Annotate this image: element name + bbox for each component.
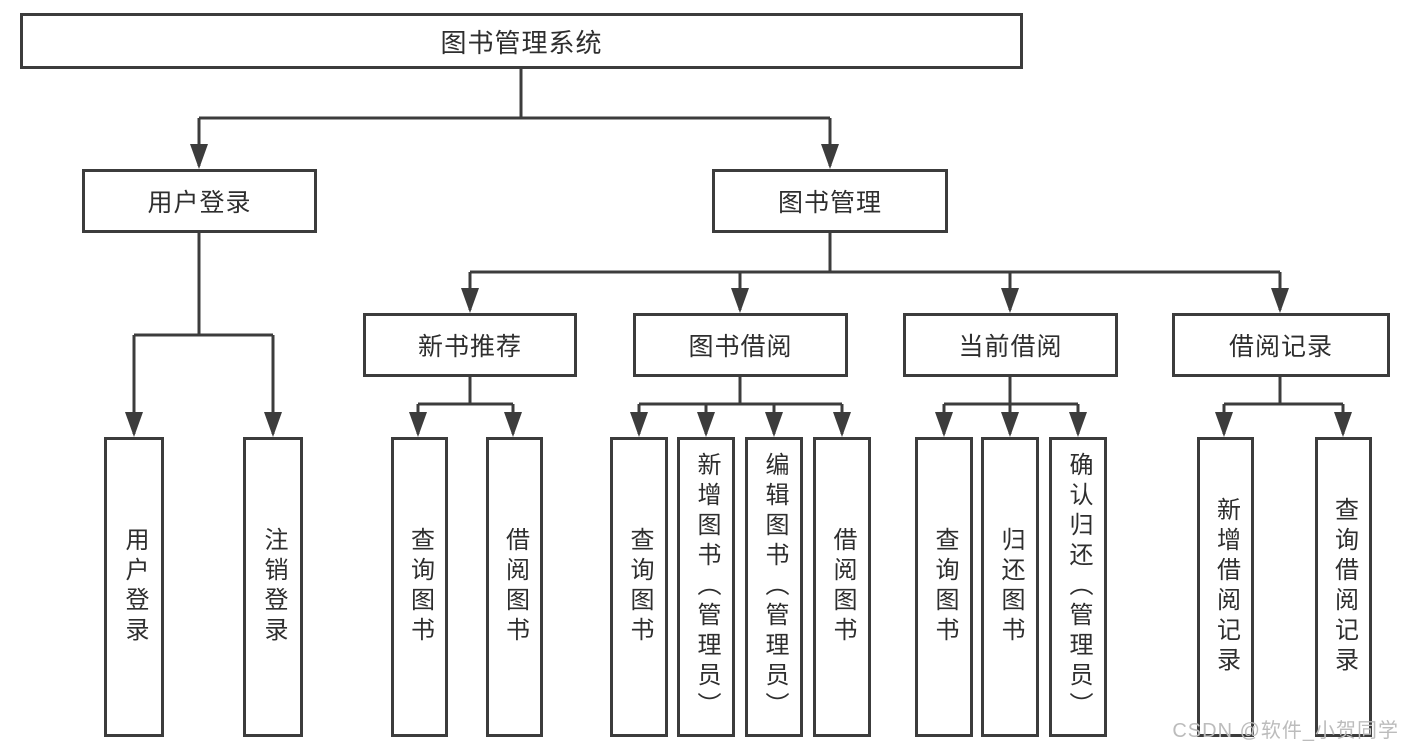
node-user-login: 用户登录 [82, 169, 317, 233]
leaf-borrow-books-borrow-label: 借阅图书 [829, 527, 856, 647]
connector-new-book-branch [416, 377, 515, 434]
leaf-logout: 注销登录 [243, 437, 303, 737]
node-borrow-records: 借阅记录 [1172, 313, 1390, 377]
node-book-management-label: 图书管理 [777, 189, 882, 217]
arrowheads-level3 [461, 288, 1289, 313]
leaf-query-books-current-label: 查询图书 [931, 527, 958, 647]
leaf-query-borrow-record: 查询借阅记录 [1315, 437, 1372, 737]
leaf-borrow-books-borrow: 借阅图书 [813, 437, 871, 737]
leaf-edit-book-admin: 编辑图书（管理员） [745, 437, 803, 737]
leaf-add-book-admin: 新增图书（管理员） [677, 437, 735, 737]
leaf-query-books-borrow: 查询图书 [610, 437, 668, 737]
connector-borrow-record-branch [1222, 377, 1345, 434]
connector-book-management-branch [468, 233, 1282, 310]
node-new-book-recommend: 新书推荐 [363, 313, 577, 377]
leaf-query-books-borrow-label: 查询图书 [626, 527, 653, 647]
connector-book-borrow-branch [637, 377, 844, 434]
arrowheads-leaves [125, 412, 1352, 437]
connector-root-to-level2 [197, 69, 832, 166]
leaf-user-login: 用户登录 [104, 437, 164, 737]
node-book-borrow-label: 图书借阅 [688, 333, 793, 361]
node-root-system: 图书管理系统 [20, 13, 1023, 69]
leaf-edit-book-admin-label: 编辑图书（管理员） [761, 452, 788, 722]
node-borrow-records-label: 借阅记录 [1228, 333, 1333, 361]
node-book-management: 图书管理 [712, 169, 948, 233]
leaf-user-login-label: 用户登录 [121, 527, 148, 647]
csdn-watermark: CSDN @软件_小贺同学 [1172, 720, 1399, 742]
leaf-confirm-return-admin-label: 确认归还（管理员） [1065, 452, 1092, 722]
leaf-confirm-return-admin: 确认归还（管理员） [1049, 437, 1107, 737]
leaf-borrow-books-recommend: 借阅图书 [486, 437, 543, 737]
leaf-add-book-admin-label: 新增图书（管理员） [693, 452, 720, 722]
leaf-return-book-label: 归还图书 [997, 527, 1024, 647]
leaf-add-borrow-record-label: 新增借阅记录 [1212, 497, 1240, 677]
leaf-query-books-recommend: 查询图书 [391, 437, 448, 737]
node-current-borrow-label: 当前借阅 [958, 333, 1063, 361]
leaf-borrow-books-recommend-label: 借阅图书 [501, 527, 529, 647]
leaf-query-borrow-record-label: 查询借阅记录 [1330, 497, 1358, 677]
connector-user-login-branch [132, 233, 275, 434]
leaf-return-book: 归还图书 [981, 437, 1039, 737]
node-current-borrow: 当前借阅 [903, 313, 1118, 377]
node-book-borrow: 图书借阅 [633, 313, 848, 377]
node-user-login-label: 用户登录 [147, 189, 252, 217]
leaf-logout-label: 注销登录 [260, 527, 287, 647]
arrowheads-level2 [190, 144, 839, 169]
node-new-book-recommend-label: 新书推荐 [417, 333, 522, 361]
leaf-query-books-recommend-label: 查询图书 [406, 527, 434, 647]
leaf-query-books-current: 查询图书 [915, 437, 973, 737]
node-root-system-label: 图书管理系统 [440, 27, 603, 58]
leaf-add-borrow-record: 新增借阅记录 [1197, 437, 1254, 737]
